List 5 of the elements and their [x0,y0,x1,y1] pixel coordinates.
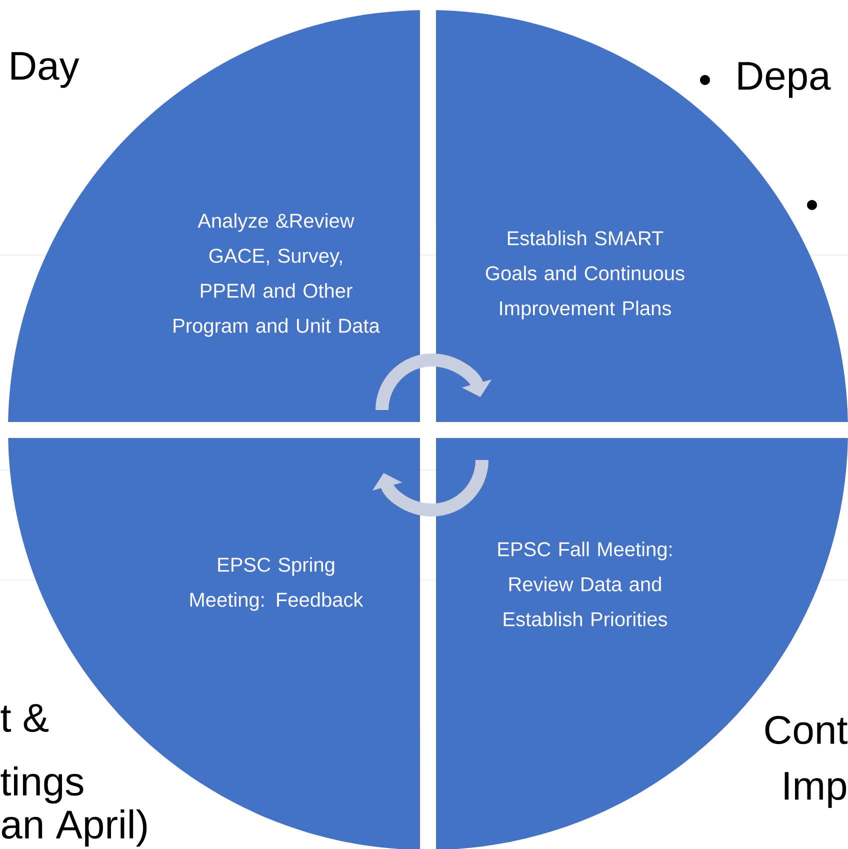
outer-text: Imp [784,772,846,808]
curved-arrow [372,460,488,516]
outer-text: Day [11,52,80,88]
outer-text: Cont [765,716,848,744]
outer-text: Depa [738,62,831,98]
